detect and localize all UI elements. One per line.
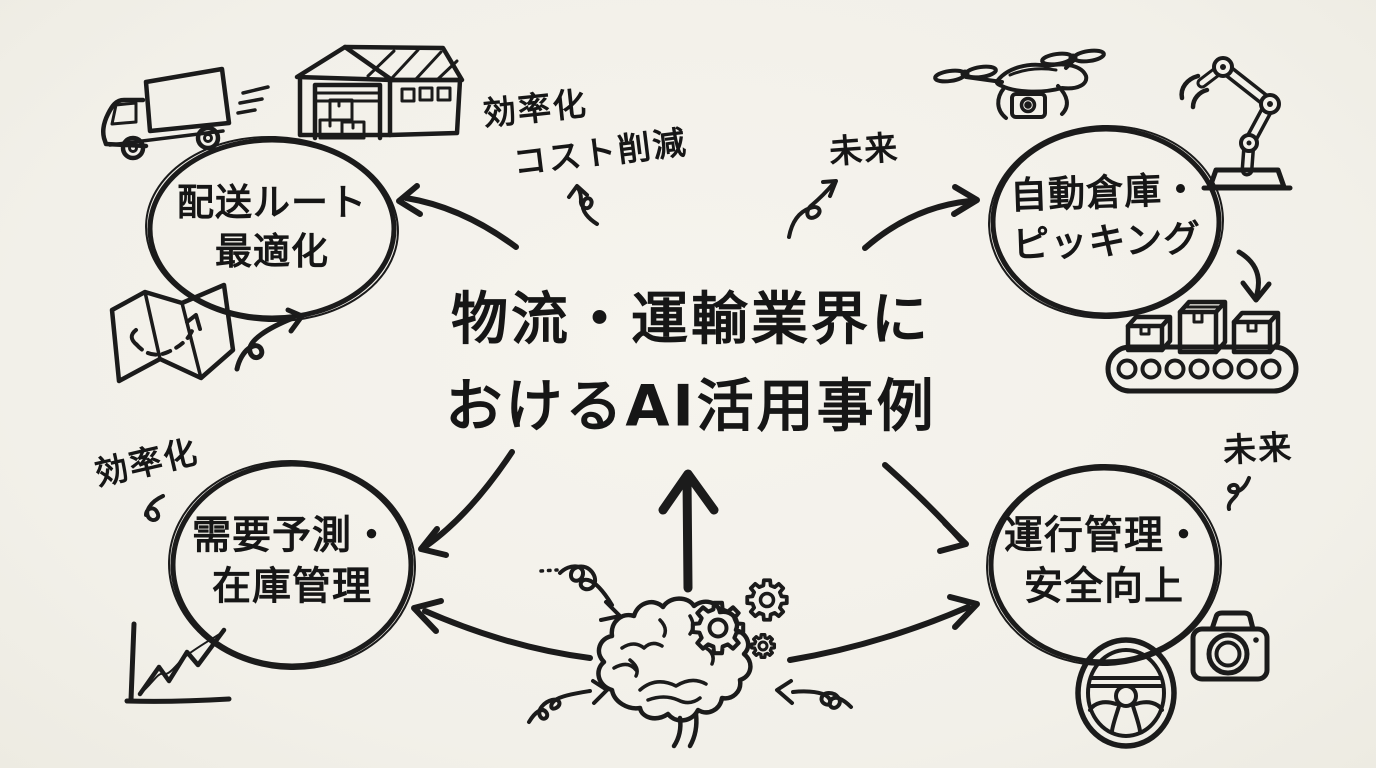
label-demand-forecast: 需要予測・ 在庫管理 — [192, 511, 392, 614]
curl-arrow-map — [234, 307, 305, 372]
route-map-icon — [109, 282, 236, 384]
auto-warehouse-line1: 自動倉庫・ — [1009, 167, 1201, 218]
warehouse-icon — [294, 44, 465, 141]
arrow-to-demand-forecast — [418, 449, 515, 558]
title-line-2: おけるAI活用事例 — [445, 373, 937, 439]
label-delivery-route: 配送ルート 最適化 — [177, 179, 367, 277]
ai-brain-icon — [596, 596, 753, 749]
arrow-bubble-to-conveyor — [1236, 249, 1272, 303]
operation-safety-line1: 運行管理・ — [1003, 513, 1205, 559]
title-line-1: 物流・運輸業界に — [450, 286, 931, 353]
conveyor-boxes-icon — [1105, 299, 1299, 394]
delivery-route-line1: 配送ルート — [177, 181, 367, 225]
trend-chart-icon — [124, 621, 232, 704]
note-future-bottom: 未来 — [1222, 427, 1295, 470]
squiggle-arrow-brain-right — [775, 679, 853, 710]
squiggle-arrow-brain-left — [527, 679, 609, 724]
demand-forecast-line1: 需要予測・ — [191, 513, 393, 559]
truck-icon — [100, 66, 270, 161]
delivery-route-line2: 最適化 — [215, 230, 329, 273]
label-auto-warehouse: 自動倉庫・ ピッキング — [1009, 166, 1202, 270]
note-future-top: 未来 — [827, 127, 901, 172]
arrow-to-delivery-route — [396, 183, 519, 250]
diagram-title: 物流・運輸業界に おけるAI活用事例 — [445, 276, 936, 449]
arrow-to-operation-safety — [882, 462, 969, 554]
curl-arrow-future-top — [787, 179, 838, 239]
gears-icon — [693, 578, 789, 660]
bubble-auto-warehouse — [988, 124, 1224, 320]
camera-icon — [1190, 610, 1270, 682]
arrow-to-auto-warehouse — [862, 184, 980, 251]
spiral-arrow-brain — [539, 564, 622, 622]
arrow-brain-to-title — [658, 469, 719, 593]
curl-efficiency-bottom — [144, 494, 165, 523]
arrow-brain-to-operation-safety — [787, 594, 980, 663]
squiggle-future-bottom — [1226, 476, 1251, 511]
bubble-demand-forecast — [168, 459, 416, 671]
label-operation-safety: 運行管理・ 安全向上 — [1004, 511, 1204, 614]
bubble-delivery-route — [145, 135, 399, 323]
auto-warehouse-line2: ピッキング — [1011, 216, 1202, 267]
demand-forecast-line2: 在庫管理 — [211, 565, 373, 610]
operation-safety-line2: 安全向上 — [1023, 565, 1185, 610]
drone-icon — [933, 48, 1106, 120]
bubble-operation-safety — [986, 463, 1222, 667]
robot-arm-icon — [1179, 56, 1293, 191]
curl-arrow-cost-reduction — [567, 184, 599, 226]
arrow-brain-to-demand-forecast — [411, 598, 593, 661]
steering-wheel-icon — [1075, 637, 1177, 749]
